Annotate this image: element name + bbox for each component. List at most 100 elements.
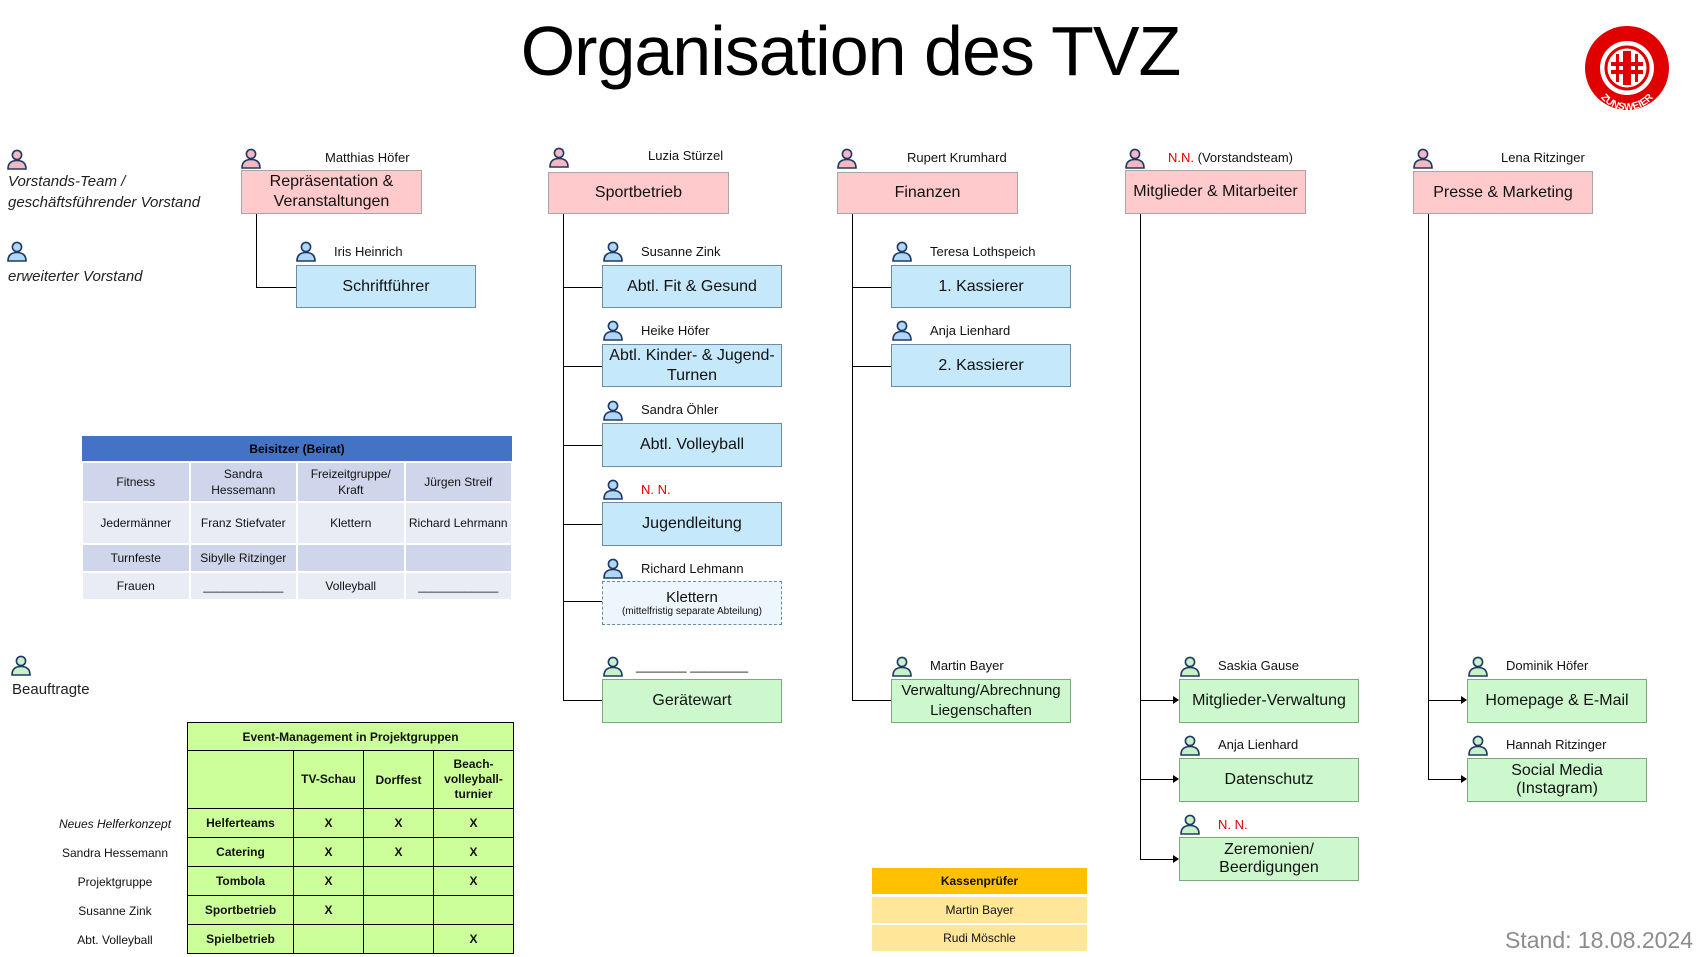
event-col-header: Dorffest [363,750,434,809]
beisitzer-cell: Jedermänner [81,501,191,545]
person-icon [1124,148,1146,169]
member-name: Richard Lehmann [641,561,744,576]
person-icon [891,656,913,677]
head-name-rest: (Vorstandsteam) [1194,150,1293,165]
event-cell: X [293,808,364,838]
legend-beauftragte: Beauftragte [12,681,90,698]
beisitzer-cell: Volleyball [296,571,406,601]
legend-vorstand: Vorstands-Team / [8,173,126,190]
legend-vorstand-2: geschäftsführender Vorstand [8,194,201,211]
kassenpruefer-name: Rudi Möschle [872,925,1087,951]
box-zeremonien: Zeremonien/ Beerdigungen [1179,837,1359,881]
member-name: Susanne Zink [641,244,721,259]
beisitzer-cell: Klettern [296,501,406,545]
box-presse-marketing: Presse & Marketing [1413,171,1593,214]
event-side-label: Sandra Hessemann [61,846,169,860]
box-datenschutz: Datenschutz [1179,758,1359,802]
person-icon [602,400,624,421]
member-name-nn: N. N. [1218,817,1248,832]
head-name: Matthias Höfer [325,150,410,165]
event-cell: X [363,837,434,867]
beisitzer-cell: Richard Lehrmann [403,501,513,545]
person-icon [548,147,570,168]
person-icon [602,656,624,677]
event-cell: X [293,837,364,867]
head-name: Rupert Krumhard [907,150,1007,165]
beisitzer-cell: Turnfeste [81,543,191,573]
event-table: Event-Management in Projektgruppen TV-Sc… [186,722,515,954]
beisitzer-cell: Franz Stiefvater [188,501,298,545]
beisitzer-cell: Frauen [81,571,191,601]
beisitzer-cell: ____________ [403,571,513,601]
event-row-label: Helferteams [187,808,294,838]
box-verwaltung-liegenschaften: Verwaltung/Abrechnung Liegenschaften [891,679,1071,723]
erweitert-person-icon [6,241,28,262]
person-icon [602,479,624,500]
vorstand-person-icon [6,149,28,170]
head-name: Lena Ritzinger [1501,150,1585,165]
member-name: Saskia Gause [1218,658,1299,673]
box-sportbetrieb: Sportbetrieb [548,172,729,214]
box-schriftfuehrer: Schriftführer [296,265,476,308]
event-cell [363,866,434,896]
beisitzer-cell [403,543,513,573]
event-side-label: Projektgruppe [77,875,153,889]
beisitzer-cell: Freizeitgruppe/ Kraft [296,461,406,503]
member-name: Hannah Ritzinger [1506,737,1607,752]
kassenpruefer-name: Martin Bayer [872,897,1087,923]
person-icon [295,241,317,262]
event-side-label: Abt. Volleyball [77,933,153,947]
member-name: Teresa Lothspeich [930,244,1036,259]
event-row-label: Catering [187,837,294,867]
event-cell: X [363,808,434,838]
person-icon [1467,656,1489,677]
head-name: N.N. (Vorstandsteam) [1168,150,1293,166]
event-side-label: Susanne Zink [78,904,152,918]
event-cell: X [293,895,364,925]
club-logo: ZUNSWEIER [1585,26,1669,112]
box-finanzen: Finanzen [837,172,1018,214]
person-icon [1412,148,1434,169]
member-name: Anja Lienhard [930,323,1011,338]
box-kassierer-1: 1. Kassierer [891,265,1071,308]
klettern-label: Klettern [666,588,718,606]
event-side-label: Neues Helferkonzept [58,817,172,831]
beisitzer-cell: Sibylle Ritzinger [188,543,298,573]
box-mitglieder-mitarbeiter: Mitglieder & Mitarbeiter [1125,170,1306,214]
person-icon [602,241,624,262]
klettern-sub: (mittelfristig separate Abteilung) [621,605,763,617]
event-col-header: Beach-volleyball-turnier [432,750,515,809]
box-social-media: Social Media (Instagram) [1467,758,1647,802]
head-name: Luzia Stürzel [648,148,724,163]
person-icon [1179,735,1201,756]
box-volleyball: Abtl. Volleyball [602,423,782,467]
beisitzer-cell: ____________ [188,571,298,601]
member-name: Dominik Höfer [1506,658,1589,673]
event-row-label: Spielbetrieb [187,924,294,954]
stand-date: Stand: 18.08.2024 [1505,927,1693,953]
box-kinder-jugend-turnen: Abtl. Kinder- & Jugend-Turnen [602,344,782,387]
beauftragte-person-icon [10,655,32,676]
kassenpruefer-header: Kassenprüfer [872,868,1087,894]
box-fit-gesund: Abtl. Fit & Gesund [602,265,782,308]
beisitzer-header: Beisitzer (Beirat) [82,436,512,462]
event-cell [293,924,364,954]
event-cell: X [432,866,515,896]
box-repraesentation: Repräsentation & Veranstaltungen [241,170,422,214]
person-icon [1179,656,1201,677]
box-mitglieder-verwaltung: Mitglieder-Verwaltung [1179,679,1359,723]
event-row-label: Sportbetrieb [187,895,294,925]
person-icon [602,320,624,341]
event-cell: X [293,866,364,896]
event-cell: X [432,837,515,867]
event-cell [363,895,434,925]
beisitzer-cell: Fitness [81,461,191,503]
box-kassierer-2: 2. Kassierer [891,344,1071,387]
box-klettern: Klettern (mittelfristig separate Abteilu… [602,581,782,625]
member-name: Martin Bayer [930,658,1004,673]
box-jugendleitung: Jugendleitung [602,502,782,546]
beisitzer-cell [296,543,406,573]
person-icon [891,320,913,341]
legend-erweitert: erweiterter Vorstand [8,268,143,285]
event-row-label: Tombola [187,866,294,896]
